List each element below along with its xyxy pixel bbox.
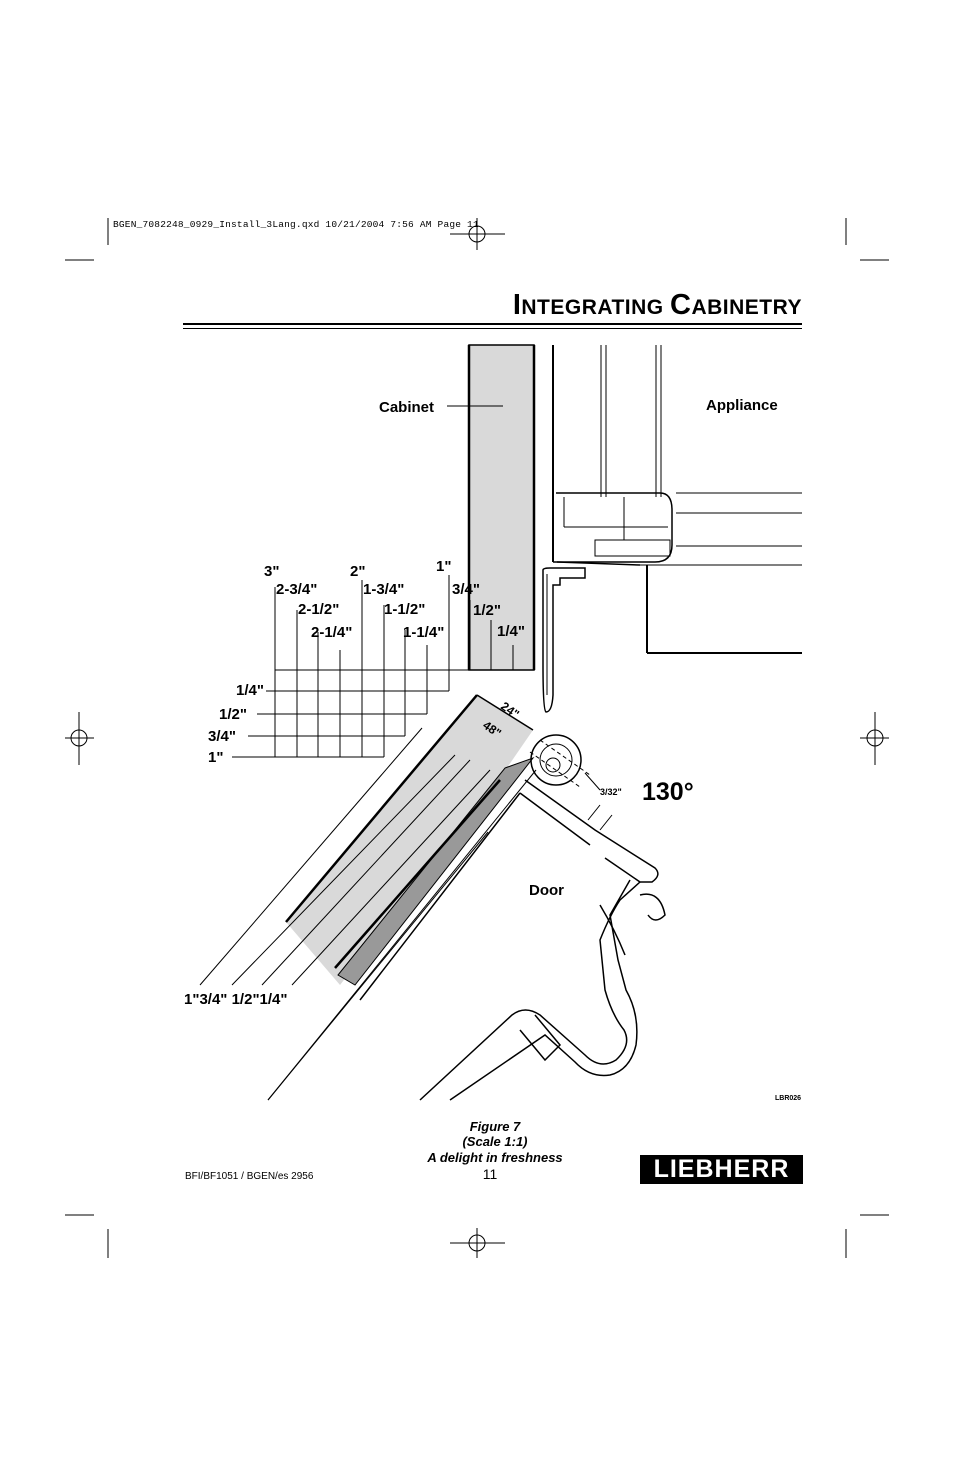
title-rest-1: NTEGRATING bbox=[521, 296, 670, 319]
left-scale-1: 1" bbox=[208, 749, 223, 766]
top-scale-2-1-2: 2-1/2" bbox=[298, 601, 339, 618]
appliance-label: Appliance bbox=[706, 397, 778, 414]
cabinet-panel bbox=[468, 344, 535, 671]
gap-label: 3/32" bbox=[600, 787, 622, 797]
left-scale-1-4: 1/4" bbox=[236, 682, 264, 699]
title-cap-2: C bbox=[669, 289, 692, 321]
top-scale-1-3-4: 1-3/4" bbox=[363, 581, 404, 598]
left-scale-3-4: 3/4" bbox=[208, 728, 236, 745]
top-scale-1-2: 1/2" bbox=[473, 602, 501, 619]
registration-target-right bbox=[860, 712, 889, 765]
title-cap-1: I bbox=[512, 289, 522, 321]
angle-label: 130° bbox=[642, 778, 694, 806]
top-scale-2: 2" bbox=[350, 563, 365, 580]
top-scale-1-1-2: 1-1/2" bbox=[384, 601, 425, 618]
top-scale-1-4: 1/4" bbox=[497, 623, 525, 640]
door-panel bbox=[199, 694, 537, 1101]
measurement-grid bbox=[232, 575, 534, 758]
figure-scale: (Scale 1:1) bbox=[462, 1134, 528, 1149]
top-scale-1: 1" bbox=[436, 558, 451, 575]
bottom-scale: 1"3/4" 1/2"1/4" bbox=[184, 991, 288, 1008]
page-number: 11 bbox=[482, 1166, 498, 1182]
registration-target-top bbox=[450, 218, 505, 250]
top-scale-1-1-4: 1-1/4" bbox=[403, 624, 444, 641]
top-scale-3: 3" bbox=[264, 563, 279, 580]
registration-target-left bbox=[65, 712, 94, 765]
top-scale-2-1-4: 2-1/4" bbox=[311, 624, 352, 641]
title-rule-thick bbox=[183, 323, 802, 325]
cabinet-label: Cabinet bbox=[379, 399, 434, 416]
liebherr-logo: LIEBHERR bbox=[640, 1155, 803, 1184]
door-frame bbox=[359, 734, 666, 1101]
page-title: INTEGRATING CABINETRY bbox=[418, 289, 802, 322]
figure-caption: Figure 7 bbox=[469, 1119, 521, 1134]
left-scale-1-2: 1/2" bbox=[219, 706, 247, 723]
top-scale-3-4: 3/4" bbox=[452, 581, 480, 598]
reference-code: LBR026 bbox=[775, 1095, 801, 1102]
registration-target-bottom bbox=[450, 1228, 505, 1258]
tagline: A delight in freshness bbox=[427, 1150, 563, 1165]
file-slug-line: BGEN_7082248_0929_Install_3Lang.qxd 10/2… bbox=[113, 219, 479, 230]
door-label: Door bbox=[529, 882, 564, 899]
title-rest-2: ABINETRY bbox=[691, 296, 802, 319]
title-rule-thin bbox=[183, 328, 802, 329]
appliance-body bbox=[542, 345, 802, 713]
top-scale-2-3-4: 2-3/4" bbox=[276, 581, 317, 598]
crop-marks bbox=[65, 218, 889, 1258]
document-code: BFI/BF1051 / BGEN/es 2956 bbox=[185, 1171, 314, 1182]
